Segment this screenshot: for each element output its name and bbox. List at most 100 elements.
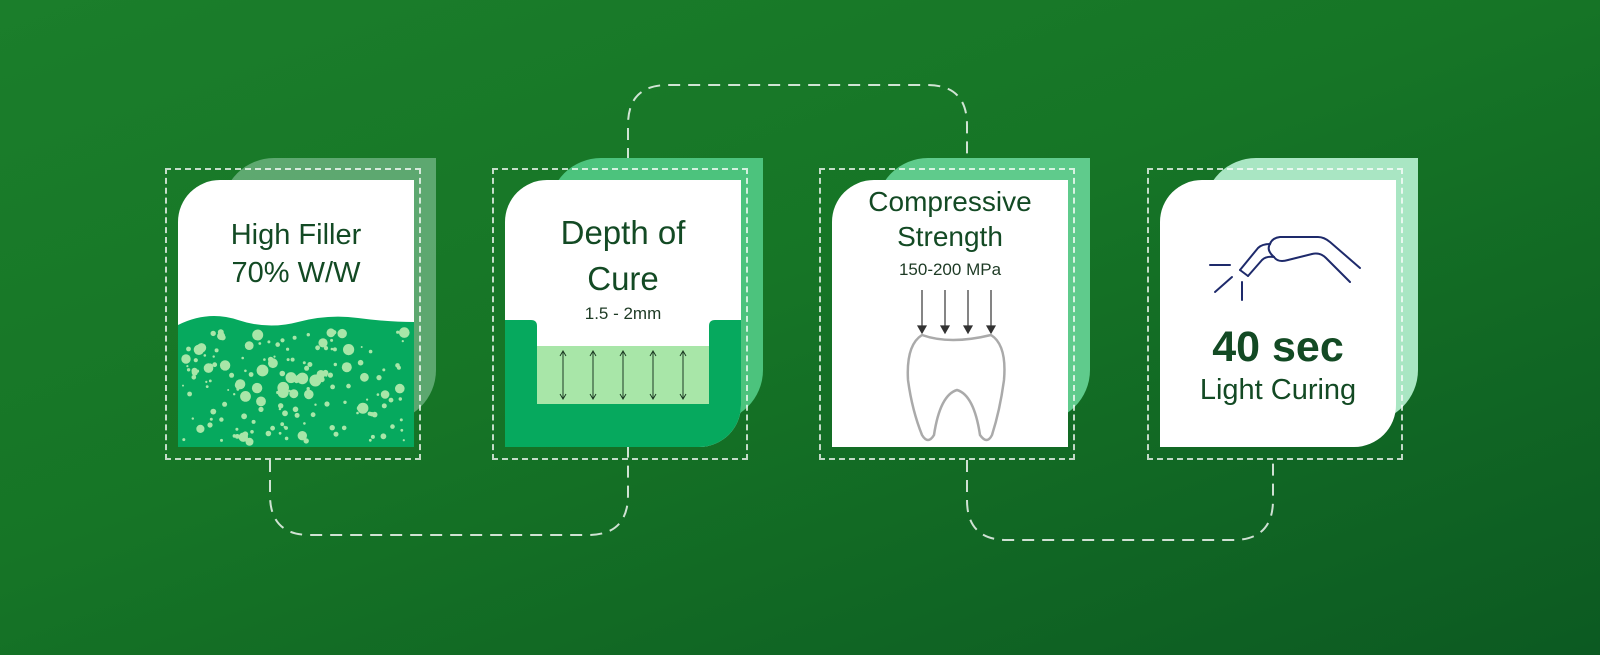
filler-particle [256,364,269,377]
filler-particle [205,380,208,383]
filler-particle [315,345,320,351]
filler-particle [368,349,373,354]
filler-particle [248,372,254,377]
filler-particle [302,361,306,365]
filler-particle [341,362,352,373]
filler-particles-icon [178,316,414,447]
filler-particle [400,428,404,432]
filler-particle [207,422,213,428]
filler-particle [399,327,410,338]
filler-particle [277,386,289,398]
filler-particle [310,412,316,418]
filler-particle [193,358,198,363]
filler-particle [241,413,247,420]
filler-particle [286,358,290,362]
filler-particle [333,431,339,437]
filler-particle [235,427,239,431]
filler-particle [381,403,387,409]
filler-particle [286,347,290,351]
filler-particle [368,438,372,442]
filler-particle [380,390,390,399]
filler-particle [376,375,382,381]
filler-particle [245,437,254,446]
title-line-2: 70% W/W [231,257,361,289]
filler-particle [203,354,207,357]
filler-particle [244,369,247,373]
filler-particle [205,385,209,388]
double-arrow-icon [649,350,657,400]
filler-particle [240,391,251,402]
filler-particle [233,393,236,396]
filler-particle [289,389,299,399]
filler-particle [278,403,284,409]
filler-particle [265,430,272,437]
filler-particle [330,384,335,390]
filler-particle [398,397,402,401]
filler-particle [306,333,310,337]
filler-particle [186,368,191,372]
filler-particle [357,402,369,414]
filler-particle [273,355,276,358]
filler-particle [292,406,299,413]
tooth-icon [906,290,1006,442]
filler-particle [369,412,374,417]
curing-label: Light Curing [1199,374,1357,406]
filler-particle [343,400,347,404]
filler-particle [250,430,254,434]
filler-particle [395,363,400,368]
filler-particle [229,372,235,378]
filler-particle [258,342,262,345]
filler-particle [272,360,274,363]
filler-particle [290,357,295,362]
filler-particle [297,431,307,441]
double-arrow-icon [679,350,687,400]
filler-particle [193,344,205,355]
card-front-panel: Depth of Cure 1.5 - 2mm [505,180,741,447]
card-front-panel: 40 sec Light Curing [1160,180,1396,447]
filler-particle [242,431,249,438]
filler-particle [292,335,297,340]
filler-particle [263,358,266,361]
filler-particle [366,398,369,401]
filler-particle [401,340,404,343]
filler-particle [332,330,337,335]
filler-particle [330,347,334,351]
filler-particle [181,354,191,364]
filler-particle [332,347,337,352]
filler-particle [210,330,216,337]
filler-particle [267,356,274,363]
card-front-panel: Compressive Strength 150-200 MPa [832,180,1068,447]
filler-particle [279,370,286,377]
filler-particle [382,368,386,372]
filler-particle [217,329,224,336]
title-line-1: Depth of [560,214,686,251]
filler-particle [341,425,347,431]
filler-particle [270,425,275,431]
filler-particle [187,391,192,397]
filler-particle [318,338,328,348]
filler-particle [251,382,263,394]
filler-particle [186,346,191,352]
filler-particle [304,365,310,371]
filler-particle [324,401,330,407]
filler-particle [306,387,310,391]
filler-particle [376,393,380,396]
filler-particle [323,346,329,351]
card-title: Compressive Strength [832,184,1068,254]
filler-particle [327,372,333,378]
filler-particle [314,403,317,406]
filler-particle [330,426,333,430]
filler-particle [191,417,194,420]
filler-particle [282,410,288,417]
card-compressive-strength: Compressive Strength 150-200 MPa [819,0,1132,655]
filler-particle [182,438,186,442]
title-line-2: Strength [897,221,1003,252]
filler-particle [330,338,334,342]
double-arrow-icon [619,350,627,400]
filler-particle [380,433,387,440]
filler-particle [280,422,285,427]
filler-particle [234,434,240,439]
filler-particle [396,330,400,334]
filler-particle [395,383,405,394]
